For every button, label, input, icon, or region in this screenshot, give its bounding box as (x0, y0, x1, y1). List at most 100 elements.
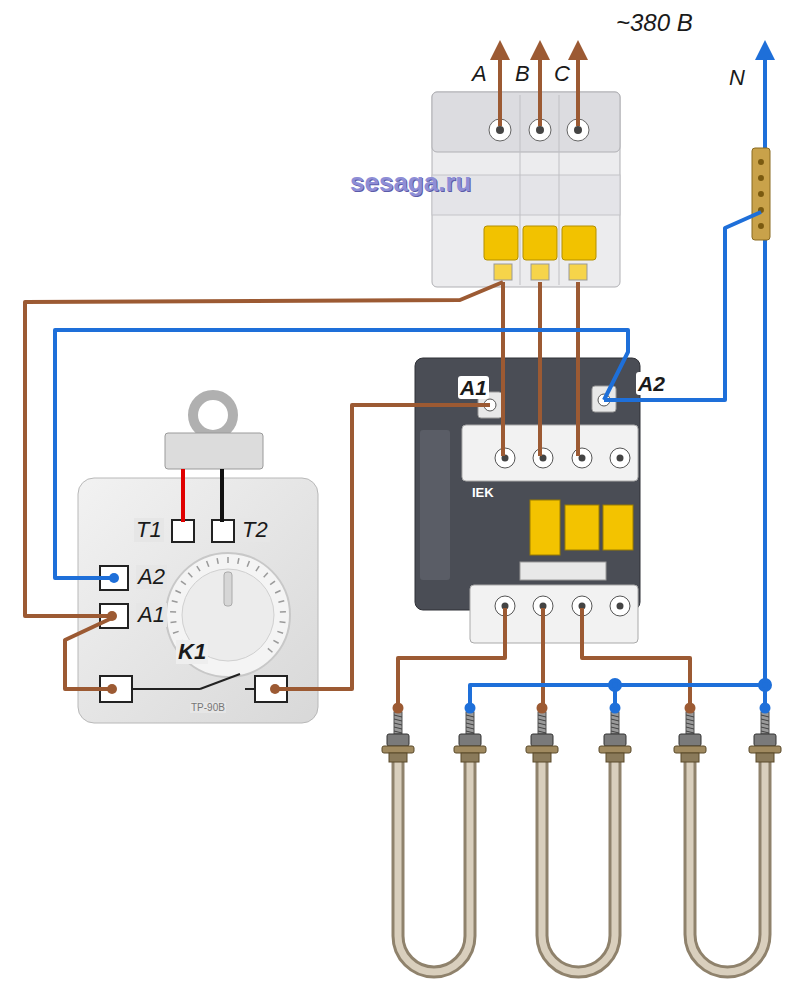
thermostat (264, 573, 268, 577)
heating-element (542, 760, 615, 972)
heating-element (686, 719, 694, 721)
heating-element (679, 734, 701, 746)
thermostat (275, 590, 280, 593)
thermostat (172, 520, 194, 542)
supply-lines (538, 50, 542, 126)
breaker (569, 264, 587, 280)
neutral-busbar (758, 175, 764, 181)
contactor (462, 425, 638, 481)
phase-label: C (552, 62, 572, 86)
breaker (520, 95, 521, 285)
heating-element (690, 760, 765, 972)
heating-element (398, 760, 470, 972)
phase-wires (576, 282, 580, 456)
heating-element (454, 746, 486, 753)
phase-label: B (513, 62, 532, 86)
heating-element (749, 746, 781, 753)
heating-element (611, 712, 619, 734)
heating-element (611, 723, 619, 725)
heating-element (526, 746, 558, 753)
heating-element (542, 760, 615, 972)
heating-element (756, 753, 774, 762)
heating-element (466, 715, 474, 717)
wire-ends (107, 684, 117, 694)
heating-element (538, 723, 546, 725)
heating-element (382, 703, 781, 973)
breaker (432, 92, 620, 152)
heating-element (531, 734, 553, 746)
heating-element (686, 712, 694, 734)
thermostat (280, 621, 286, 623)
voltage-label: ~380 В (616, 10, 693, 36)
thermostat (78, 478, 318, 723)
contactor (617, 603, 624, 610)
thermostat (277, 631, 283, 633)
phase-wires (275, 405, 490, 689)
breaker (494, 264, 512, 280)
neutral-busbar (752, 148, 770, 240)
phase-wires (541, 608, 545, 708)
heating-element (686, 715, 694, 717)
thermostat (173, 631, 179, 633)
heating-element (599, 746, 631, 753)
neutral-busbar (752, 148, 770, 240)
heating-element (681, 753, 699, 762)
temperature-sensor (165, 433, 263, 469)
neutral-wires (604, 212, 761, 400)
thermostat (197, 566, 200, 571)
neutral-busbar (758, 159, 764, 165)
thermostat (78, 478, 318, 723)
heating-element (382, 746, 414, 753)
heating-element (461, 753, 479, 762)
breaker (496, 126, 504, 134)
contactor (533, 448, 553, 468)
heating-element (690, 760, 765, 972)
contactor (610, 596, 630, 616)
breaker (536, 126, 544, 134)
contactor (530, 500, 560, 555)
contactor (420, 430, 450, 580)
wire-ends (270, 684, 280, 694)
heating-element (459, 734, 481, 746)
temperature-sensor (220, 469, 224, 522)
thermostat (170, 621, 176, 623)
thermostat (166, 553, 290, 677)
thermostat (207, 561, 209, 567)
thermostat (212, 520, 234, 542)
heating-element (761, 727, 769, 729)
heating-element (761, 723, 769, 725)
coil-terminal-label: A2 (636, 372, 667, 395)
supply-lines (576, 50, 580, 126)
terminal-label: T1 (134, 518, 164, 542)
thermostat (188, 573, 192, 577)
heating-element (685, 703, 696, 714)
thermostat (227, 557, 229, 563)
heating-element (466, 723, 474, 725)
contactor (565, 505, 599, 550)
breaker (562, 226, 596, 260)
thermostat (268, 648, 273, 652)
heating-element (533, 753, 551, 762)
k1-switch (245, 688, 255, 690)
heating-element (611, 719, 619, 721)
heating-element (686, 731, 694, 733)
wire-ends (107, 611, 117, 621)
heating-element (538, 719, 546, 721)
contactor (520, 562, 606, 580)
phase-wires (398, 608, 505, 708)
thermostat (224, 572, 232, 606)
thermostat (170, 557, 286, 652)
heating-element (394, 727, 402, 729)
thermostat (170, 611, 176, 613)
heating-element (538, 715, 546, 717)
thermostat (270, 581, 275, 585)
heating-element (466, 712, 474, 734)
thermostat (278, 601, 284, 602)
thermostat (175, 590, 180, 593)
brand-label: IEK (470, 486, 496, 500)
heating-element (674, 746, 706, 753)
heating-element (606, 753, 624, 762)
heating-element (686, 727, 694, 729)
